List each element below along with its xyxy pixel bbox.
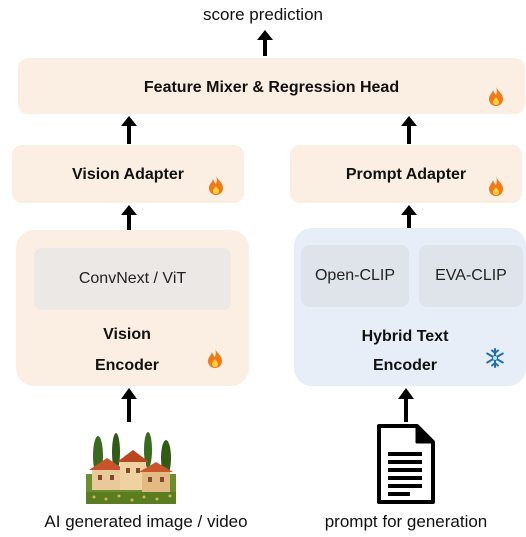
snowflake-icon <box>485 348 505 373</box>
text-encoder-title-line1: Hybrid Text <box>361 328 449 345</box>
prompt-input-caption: prompt for generation <box>324 512 488 531</box>
feature-mixer-label: Feature Mixer & Regression Head <box>143 79 400 96</box>
vision-adapter-label: Vision Adapter <box>71 166 185 183</box>
document-icon <box>377 424 435 509</box>
arrow-up-vision-adapter <box>121 116 137 144</box>
vision-encoder-box: ConvNext / ViT Vision Encoder <box>16 230 249 386</box>
fire-icon <box>488 176 504 201</box>
score-prediction-label: score prediction <box>202 5 323 24</box>
arrow-up-prompt-input <box>398 388 414 422</box>
fire-icon <box>207 348 223 373</box>
arrow-up-vision-encoder <box>121 205 137 231</box>
text-encoder-box: Open-CLIP EVA-CLIP Hybrid Text Encoder <box>294 228 526 386</box>
arrow-up-text-encoder <box>401 205 417 231</box>
prompt-adapter-box: Prompt Adapter <box>290 145 522 203</box>
fire-icon <box>208 175 224 200</box>
prompt-adapter-label: Prompt Adapter <box>345 166 467 183</box>
generated-image-thumbnail <box>86 430 176 504</box>
eva-clip-box: EVA-CLIP <box>419 245 523 307</box>
arrow-up-image-input <box>121 388 137 422</box>
fire-icon <box>488 86 504 111</box>
image-input-caption: AI generated image / video <box>44 512 248 531</box>
feature-mixer-box: Feature Mixer & Regression Head <box>18 58 525 114</box>
arrow-up-prompt-adapter <box>401 116 417 144</box>
vision-encoder-title-line2: Encoder <box>94 357 159 374</box>
open-clip-box: Open-CLIP <box>301 245 409 307</box>
arrow-up-output <box>257 30 273 56</box>
text-encoder-title-line2: Encoder <box>372 357 437 374</box>
vision-adapter-box: Vision Adapter <box>12 145 244 203</box>
vision-encoder-title-line1: Vision <box>103 326 151 343</box>
vision-backbone-box: ConvNext / ViT <box>34 248 231 310</box>
